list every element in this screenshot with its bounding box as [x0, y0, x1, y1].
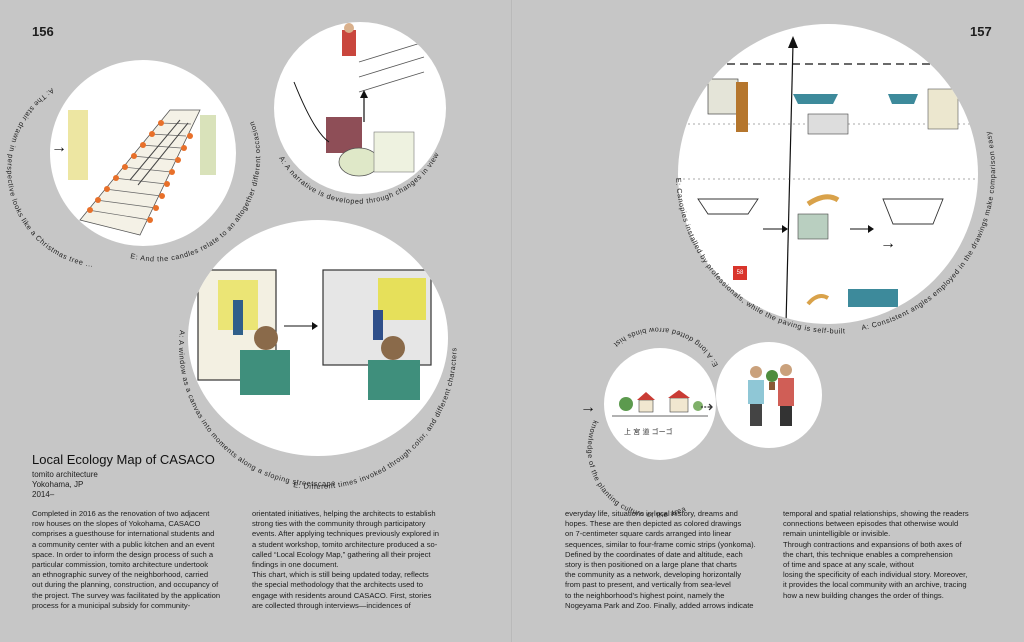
project-location: Yokohama, JP [32, 480, 84, 489]
illustration-planting-people [716, 342, 822, 448]
stairs-drawing [68, 109, 216, 236]
window-drawing [197, 269, 432, 400]
body-column-2: orientated initiatives, helping the arch… [252, 509, 440, 610]
illustration-window [188, 220, 448, 456]
architect-name: tomito architecture [32, 470, 98, 479]
body-column-3: everyday life, situations in local histo… [565, 509, 756, 610]
illustration-planting-sketch: 上 宮 道 ゴーゴ [604, 348, 716, 460]
planting-drawing: 上 宮 道 ゴーゴ [612, 390, 708, 436]
canopies-drawing [678, 36, 978, 324]
people-drawing [748, 364, 794, 426]
project-year: 2014– [32, 490, 55, 499]
illustration-narrative [274, 22, 446, 194]
illustration-stairs [50, 60, 236, 246]
project-meta: tomito architecture Yokohama, JP 2014– [32, 470, 98, 500]
dotted-arrow-icon: ⇢ [700, 399, 714, 416]
illustration-canopies [678, 24, 978, 324]
body-column-4: temporal and spatial relationships, show… [783, 509, 969, 600]
body-column-1: Completed in 2016 as the renovation of t… [32, 509, 221, 610]
gutter [511, 0, 513, 642]
page-number-left: 156 [32, 24, 54, 39]
arrow-right-icon: → [880, 235, 896, 252]
project-title: Local Ecology Map of CASACO [32, 452, 215, 467]
sketch-label: 上 宮 道 ゴーゴ [624, 427, 673, 436]
page-badge: 58 [733, 266, 747, 280]
arrow-right-icon: → [580, 399, 596, 416]
narrative-drawing [293, 23, 425, 177]
page-number-right: 157 [970, 24, 992, 39]
arrow-right-icon: → [51, 139, 67, 156]
